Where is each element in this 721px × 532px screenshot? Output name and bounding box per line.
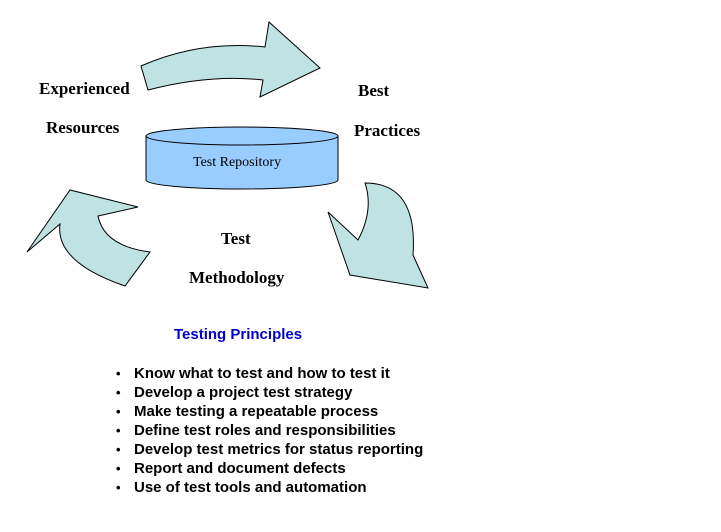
bullet-icon: • bbox=[116, 442, 121, 457]
principles-list: • Know what to test and how to test it • D… bbox=[116, 364, 423, 497]
principle-text: Define test roles and responsibilities bbox=[134, 422, 396, 439]
list-item: • Use of test tools and automation bbox=[116, 478, 423, 497]
principles-title: Testing Principles bbox=[174, 326, 303, 343]
label-practices: Practices bbox=[354, 121, 421, 140]
label-resources: Resources bbox=[46, 118, 120, 137]
cycle-arrow-left bbox=[26, 189, 151, 287]
list-item: • Define test roles and responsibilities bbox=[116, 421, 423, 440]
bullet-icon: • bbox=[116, 461, 121, 476]
label-methodology: Methodology bbox=[189, 268, 285, 287]
bullet-icon: • bbox=[116, 385, 121, 400]
list-item: • Know what to test and how to test it bbox=[116, 364, 423, 383]
principle-text: Use of test tools and automation bbox=[134, 479, 367, 496]
test-repository-cylinder bbox=[145, 126, 339, 190]
repository-label: Test Repository bbox=[193, 155, 282, 170]
cycle-arrow-right bbox=[327, 182, 429, 289]
principle-text: Know what to test and how to test it bbox=[134, 365, 390, 382]
list-item: • Make testing a repeatable process bbox=[116, 402, 423, 421]
label-best: Best bbox=[358, 81, 390, 100]
label-test: Test bbox=[221, 229, 251, 248]
bullet-icon: • bbox=[116, 366, 121, 381]
bullet-icon: • bbox=[116, 423, 121, 438]
list-item: • Report and document defects bbox=[116, 459, 423, 478]
list-item: • Develop test metrics for status reporti… bbox=[116, 440, 423, 459]
principle-text: Report and document defects bbox=[134, 460, 346, 477]
bullet-icon: • bbox=[116, 404, 121, 419]
cycle-arrow-top bbox=[140, 21, 321, 98]
bullet-icon: • bbox=[116, 480, 121, 495]
principle-text: Develop test metrics for status reportin… bbox=[134, 441, 424, 458]
principle-text: Develop a project test strategy bbox=[134, 384, 353, 401]
principle-text: Make testing a repeatable process bbox=[134, 403, 379, 420]
list-item: • Develop a project test strategy bbox=[116, 383, 423, 402]
label-experienced: Experienced bbox=[39, 79, 130, 98]
